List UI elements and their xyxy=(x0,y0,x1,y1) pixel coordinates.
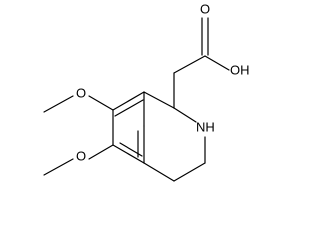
bond-upper-ome-o xyxy=(88,95,114,111)
bond-ar-right-upper xyxy=(143,91,175,109)
acetic-acid-group xyxy=(173,17,230,109)
bond-ch2-cooh xyxy=(173,55,206,74)
benzene-ring xyxy=(112,91,175,164)
bond-lower-ome-o xyxy=(88,144,114,160)
bond-lower-ome-ch3 xyxy=(43,158,74,176)
bond-c4-c4a xyxy=(143,162,175,182)
methoxy-groups xyxy=(43,95,114,176)
chemical-structure: O OH NH O O xyxy=(43,1,250,182)
lower-methoxy-oxygen-label: O xyxy=(76,148,86,163)
bond-upper-ome-ch3 xyxy=(43,95,74,113)
bond-ar-top xyxy=(112,91,145,111)
bond-c-oh xyxy=(204,55,230,71)
bond-ar-left-lower xyxy=(112,144,145,164)
upper-methoxy-oxygen-label: O xyxy=(76,85,86,100)
hydroxyl-label: OH xyxy=(230,62,250,77)
bond-ar-bottom-inner xyxy=(119,142,143,157)
amine-label: NH xyxy=(196,119,215,134)
carbonyl-oxygen-label: O xyxy=(200,1,210,16)
bond-c3-c4 xyxy=(173,162,206,182)
bond-c1-n xyxy=(173,107,197,123)
bond-ar-top-inner xyxy=(114,99,144,117)
tetrahydropyridine-ring xyxy=(143,107,206,182)
